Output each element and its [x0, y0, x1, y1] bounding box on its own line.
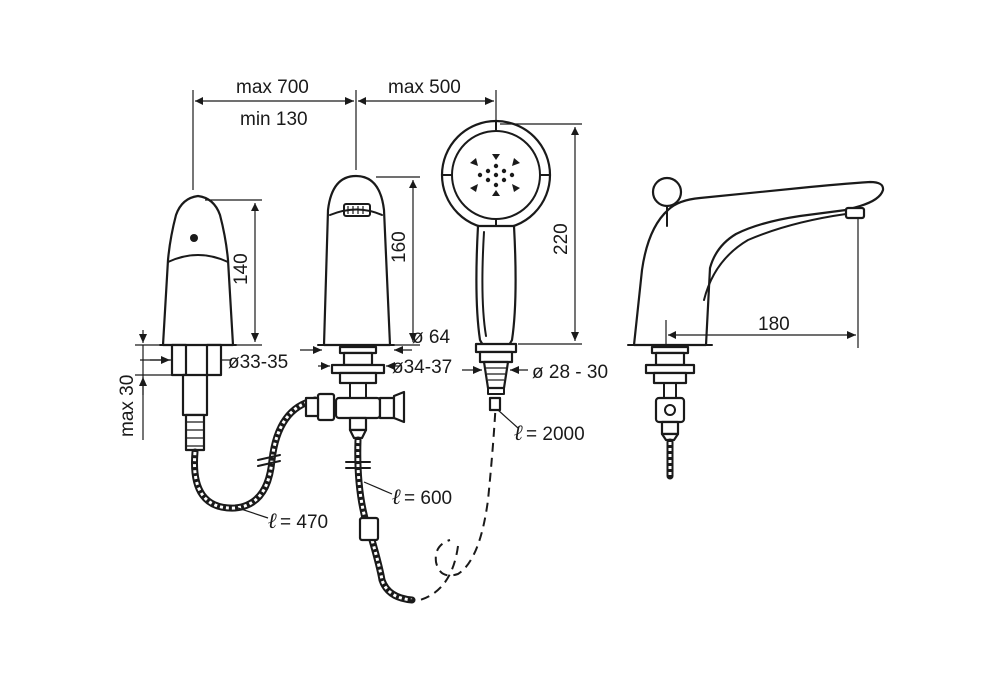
- dim-max-30: max 30: [117, 330, 172, 440]
- d28-30-label: ø 28 - 30: [532, 362, 608, 383]
- dim-140: 140: [205, 199, 262, 346]
- max-700-label: max 700: [236, 77, 309, 98]
- w180-label: 180: [758, 314, 790, 335]
- len-470-label: = 470: [280, 512, 328, 533]
- ell-470-symbol: ℓ: [268, 508, 277, 533]
- shower-nozzle-icons: [470, 154, 520, 196]
- d33-35-label: ø33-35: [228, 352, 288, 373]
- hand-shower: [440, 119, 552, 395]
- min-130-label: min 130: [240, 109, 308, 130]
- dim-220: 220: [500, 123, 582, 345]
- ell-2000-symbol: ℓ: [514, 420, 523, 445]
- d34-37-label: ø34-37: [392, 357, 452, 378]
- diverter-hose: ℓ = 470: [191, 396, 328, 533]
- dim-180: 180: [665, 218, 859, 348]
- spout: [304, 174, 406, 440]
- diverter-handle: [159, 194, 237, 452]
- hose-600: ℓ = 600: [345, 436, 452, 604]
- dim-d33-35: ø33-35: [140, 352, 288, 373]
- top-dimensions: max 700 min 130 max 500: [192, 77, 497, 190]
- shower-hose-2000: ℓ = 2000: [408, 396, 585, 602]
- h140-label: 140: [231, 253, 252, 285]
- max-30-label: max 30: [117, 375, 138, 437]
- h220-label: 220: [551, 223, 572, 255]
- max-500-label: max 500: [388, 77, 461, 98]
- ell-600-symbol: ℓ: [392, 484, 401, 509]
- dim-d64-d34-37: ø 64 ø34-37: [300, 327, 452, 378]
- side-view-mixer: [627, 176, 885, 480]
- h160-label: 160: [389, 231, 410, 263]
- d64-label: ø 64: [412, 327, 450, 348]
- dim-d28-30: ø 28 - 30: [462, 362, 608, 383]
- len-600-label: = 600: [404, 488, 452, 509]
- dim-160: 160: [376, 176, 420, 346]
- len-2000-label: = 2000: [526, 424, 585, 445]
- diverter-button-icon: [190, 234, 198, 242]
